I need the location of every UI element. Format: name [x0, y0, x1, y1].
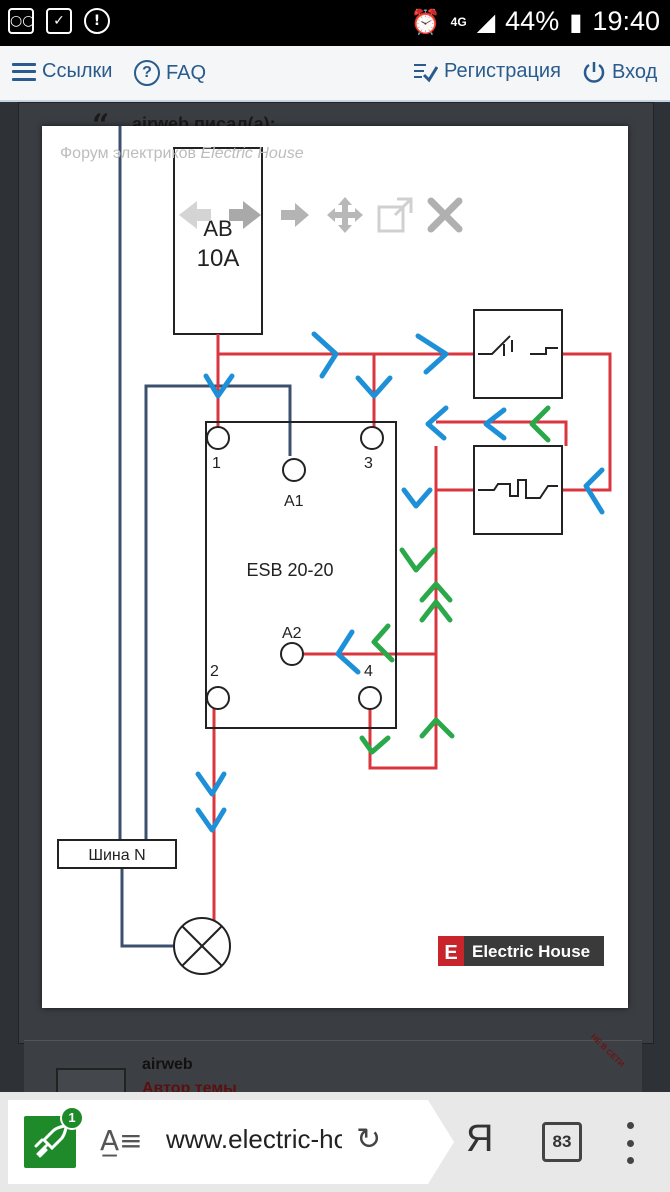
current-flow-arrows-green: [359, 405, 551, 755]
forward-icon: [281, 203, 309, 227]
wiring-diagram: AB 10A ESB 20-20 1 A1 3 A2 2: [57, 126, 612, 975]
neutral-bus: [57, 839, 177, 869]
lightbox-caption: Форум электриков Electric House: [60, 145, 304, 163]
terminal-a2: A2: [282, 625, 302, 642]
relay-box: [205, 421, 397, 729]
terminal-1: 1: [212, 455, 221, 472]
links-label: Ссылки: [42, 60, 113, 82]
resize-button[interactable]: [374, 194, 416, 236]
breaker-rating: 10A: [197, 245, 240, 272]
register-link[interactable]: Регистрация: [412, 60, 561, 83]
lightbox-controls: [174, 192, 466, 238]
checklist-icon: ✓: [46, 8, 72, 34]
help-icon: ?: [134, 60, 160, 86]
relay-terminals: [206, 426, 384, 710]
battery-level: 44%: [505, 6, 560, 36]
battery-icon: ▮: [569, 7, 583, 36]
register-label: Регистрация: [444, 60, 561, 82]
watermark-bar: [464, 936, 604, 966]
notification-icons: ○○ ✓ !: [8, 8, 110, 34]
prev-button[interactable]: [174, 194, 216, 236]
reload-icon[interactable]: ↻: [356, 1122, 382, 1157]
extensions-badge: 1: [60, 1106, 84, 1130]
voicemail-icon: ○○: [8, 8, 34, 34]
watermark-logo: [438, 936, 464, 966]
power-icon: [583, 62, 605, 83]
resize-icon: [377, 197, 413, 233]
close-button[interactable]: [424, 194, 466, 236]
terminal-4: 4: [364, 663, 373, 680]
relay-label: ESB 20-20: [246, 560, 333, 580]
clock: 19:40: [592, 6, 660, 36]
url-text[interactable]: www.electric-house: [166, 1124, 342, 1154]
login-link[interactable]: Вход: [582, 60, 657, 84]
next-icon: [229, 201, 261, 229]
terminal-a1: A1: [284, 493, 304, 510]
caption-prefix: Форум электриков: [60, 145, 201, 162]
overflow-menu-icon[interactable]: [626, 1122, 634, 1164]
move-icon: [327, 197, 363, 233]
next-post: [24, 1040, 642, 1101]
address-bar-arrow: [428, 1100, 454, 1184]
faq-label: FAQ: [166, 61, 207, 84]
reader-mode-icon[interactable]: A̲≡: [100, 1124, 143, 1157]
current-flow-arrows-blue: [195, 331, 605, 833]
switch-top: [473, 309, 563, 399]
phase-wires: [212, 334, 612, 926]
faq-link[interactable]: ? FAQ: [134, 60, 206, 86]
tabs-button[interactable]: 83: [542, 1122, 582, 1162]
move-button[interactable]: [324, 194, 366, 236]
next-button[interactable]: [224, 194, 266, 236]
breaker-box: [173, 147, 263, 335]
register-icon: [414, 63, 438, 82]
alert-icon: !: [84, 8, 110, 34]
status-bar: ○○ ✓ ! ⏰ 4G ◢ 44% ▮ 19:40: [0, 0, 670, 46]
post-author[interactable]: airweb: [142, 1056, 193, 1073]
forward-button[interactable]: [274, 194, 316, 236]
network-type: 4G: [450, 14, 467, 29]
signal-icon: ◢: [476, 7, 496, 36]
bus-label: Шина N: [88, 847, 145, 864]
yandex-icon[interactable]: Я: [466, 1118, 494, 1160]
hamburger-icon: [12, 62, 36, 81]
watermark-text: Electric House: [472, 942, 590, 961]
watermark-letter: E: [444, 942, 457, 964]
alarm-icon: ⏰: [410, 7, 441, 36]
forum-navbar: Ссылки ? FAQ Регистрация Вход: [0, 46, 670, 102]
terminal-2: 2: [210, 663, 219, 680]
links-menu-button[interactable]: Ссылки: [12, 60, 112, 83]
prev-icon: [179, 201, 211, 229]
extensions-button[interactable]: [24, 1116, 76, 1168]
login-label: Вход: [612, 60, 658, 83]
close-icon: [427, 197, 463, 233]
caption-site: Electric House: [200, 145, 304, 162]
lamp-icon: [173, 917, 231, 975]
terminal-3: 3: [364, 455, 373, 472]
